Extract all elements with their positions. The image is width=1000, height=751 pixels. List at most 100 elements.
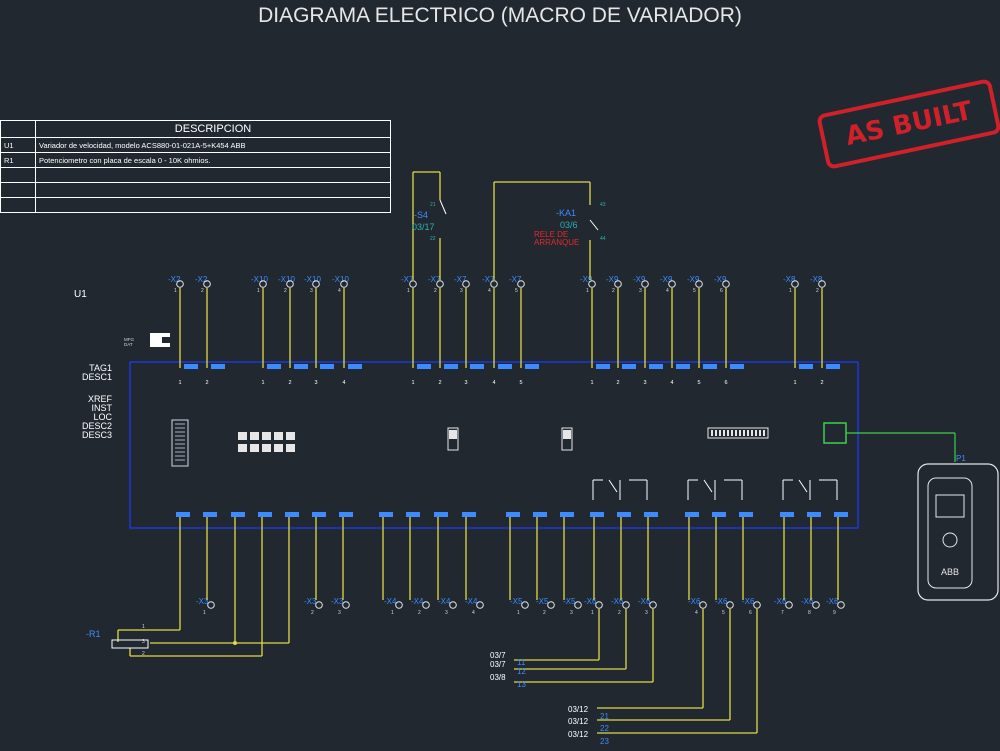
terminal-circle	[614, 280, 622, 288]
potentiometer-pin: 1	[142, 624, 145, 630]
block-pin-number: 1	[261, 380, 264, 386]
terminal-label: -X4	[438, 597, 451, 606]
pin-header-pin	[755, 430, 757, 436]
terminal-label: -X9	[633, 275, 646, 284]
terminal-number: 6	[749, 610, 752, 616]
terminal-label: -X6	[688, 597, 701, 606]
terminal-label: -X6	[584, 597, 597, 606]
terminal-number: 2	[434, 288, 437, 294]
terminal-label: -X2	[195, 275, 208, 284]
keypad-body	[917, 463, 999, 601]
pin-header-pin	[743, 430, 745, 436]
block-pin-number: 1	[590, 380, 593, 386]
table-cell: R1	[0, 152, 36, 168]
terminal-number: 2	[543, 610, 546, 616]
keypad-brand: ABB	[941, 567, 959, 577]
relay-note: ARRANQUE	[534, 238, 579, 247]
dip-switch-cell	[262, 444, 271, 452]
terminal-block-marker	[676, 364, 690, 369]
terminal-circle	[812, 601, 820, 609]
relay-contact-ro1	[608, 479, 618, 493]
dip-switch-cell	[262, 432, 271, 440]
terminal-circle	[641, 280, 649, 288]
terminal-number: 3	[445, 610, 448, 616]
terminal-label: -X8	[783, 275, 796, 284]
block-pin-number: 3	[314, 380, 317, 386]
panel-label: P1	[956, 454, 966, 463]
terminal-circle	[818, 280, 826, 288]
terminal-number: 5	[515, 288, 518, 294]
terminal-number: 1	[203, 610, 206, 616]
relay-note: RELE DE	[534, 230, 568, 239]
terminal-block-marker	[644, 512, 658, 517]
block-pin-number: 4	[492, 380, 495, 386]
pin-header-pin	[759, 430, 761, 436]
block-pin-number: 3	[643, 380, 646, 386]
table-cell: Variador de velocidad, modelo ACS880-01-…	[35, 137, 391, 153]
terminal-circle	[476, 601, 484, 609]
terminal-circle	[395, 601, 403, 609]
pin-header-pin	[731, 430, 733, 436]
terminal-label: -X6	[826, 597, 839, 606]
terminal-label: -X10	[304, 275, 321, 284]
table-cell	[35, 197, 391, 213]
terminal-circle	[490, 280, 498, 288]
terminal-circle	[517, 280, 525, 288]
cross-ref-number: 13	[517, 680, 526, 689]
terminal-block-marker	[506, 512, 520, 517]
pin-header-pin	[747, 430, 749, 436]
terminal-label: -X6	[611, 597, 624, 606]
terminal-label: -X9	[660, 275, 673, 284]
terminal-label: -X5	[510, 597, 523, 606]
terminal-block-marker	[285, 512, 299, 517]
terminal-label: -X7	[401, 275, 414, 284]
block-pin-number: 1	[411, 380, 414, 386]
pin-header-pin	[715, 430, 717, 436]
terminal-number: 3	[639, 288, 642, 294]
block-pin-number: 3	[464, 380, 467, 386]
terminal-circle	[791, 280, 799, 288]
block-pin-number: 5	[697, 380, 700, 386]
terminal-block-marker	[622, 364, 636, 369]
contact-pin: 44	[600, 236, 606, 242]
terminal-circle	[340, 280, 348, 288]
block-pin-number: 1	[178, 380, 181, 386]
terminal-circle	[699, 601, 707, 609]
terminal-label: -X6	[638, 597, 651, 606]
terminal-number: 3	[460, 288, 463, 294]
junction-dot	[233, 641, 237, 645]
terminal-number: 2	[311, 610, 314, 616]
terminal-block-marker	[730, 364, 744, 369]
block-pin-number: 2	[288, 380, 291, 386]
terminal-label: -X7	[454, 275, 467, 284]
terminal-block-marker	[649, 364, 663, 369]
cross-ref-label: 03/7	[490, 660, 506, 669]
potentiometer-label: -R1	[86, 629, 101, 639]
terminal-number: 2	[201, 288, 204, 294]
terminal-circle	[409, 280, 417, 288]
cross-ref-label: 03/12	[568, 705, 589, 714]
terminal-circle	[462, 280, 470, 288]
terminal-circle	[436, 280, 444, 288]
cross-ref-label: 03/8	[490, 673, 506, 682]
terminal-number: 1	[391, 610, 394, 616]
terminal-circle	[207, 601, 215, 609]
terminal-label: -X6	[801, 597, 814, 606]
cross-ref-number: 22	[600, 724, 609, 733]
terminal-label: -X6	[774, 597, 787, 606]
pin-header-pin	[739, 430, 741, 436]
cross-ref-label: 03/12	[568, 717, 589, 726]
terminal-circle	[449, 601, 457, 609]
terminal-block-marker	[799, 364, 813, 369]
terminal-circle	[547, 601, 555, 609]
cross-ref-label: 03/7	[490, 651, 506, 660]
mfg-symbol	[150, 333, 170, 347]
terminal-block-marker	[267, 364, 281, 369]
terminal-block-marker	[339, 512, 353, 517]
table-cell	[0, 197, 36, 213]
terminal-number: 9	[833, 610, 836, 616]
cross-ref-number: 11	[517, 658, 526, 667]
terminal-circle	[259, 280, 267, 288]
terminal-number: 2	[418, 610, 421, 616]
device-tag: TAG1	[89, 363, 112, 373]
